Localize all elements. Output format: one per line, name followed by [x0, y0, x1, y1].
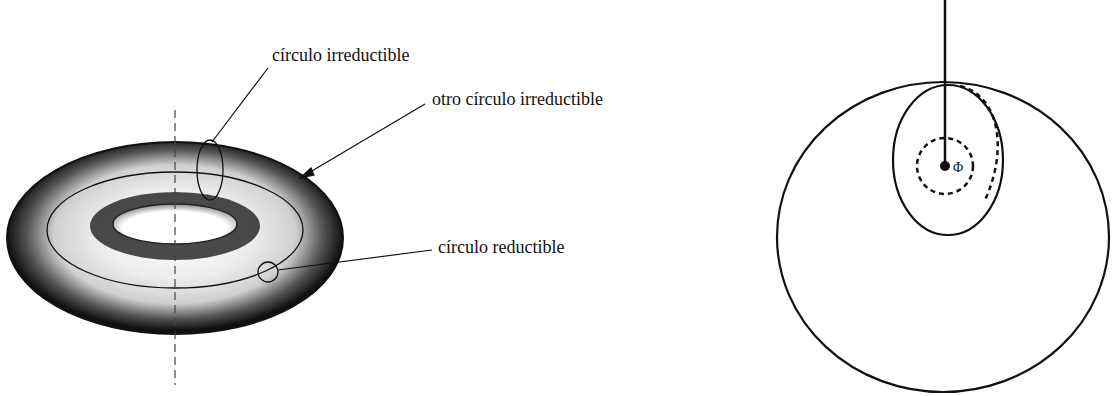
torus [7, 110, 343, 385]
callout-label: círculo irreductible [272, 46, 409, 66]
callout-label: círculo reductible [438, 238, 564, 258]
angle-symbol: Φ [953, 160, 963, 175]
axis [174, 110, 175, 385]
callout-label: otro círculo irreductible [432, 90, 603, 110]
leader-lines [212, 68, 432, 270]
plane-figure [777, 0, 1109, 392]
reducible-circle [258, 262, 278, 282]
irreducible-circle [197, 140, 223, 200]
irreducible-circle [47, 172, 303, 288]
